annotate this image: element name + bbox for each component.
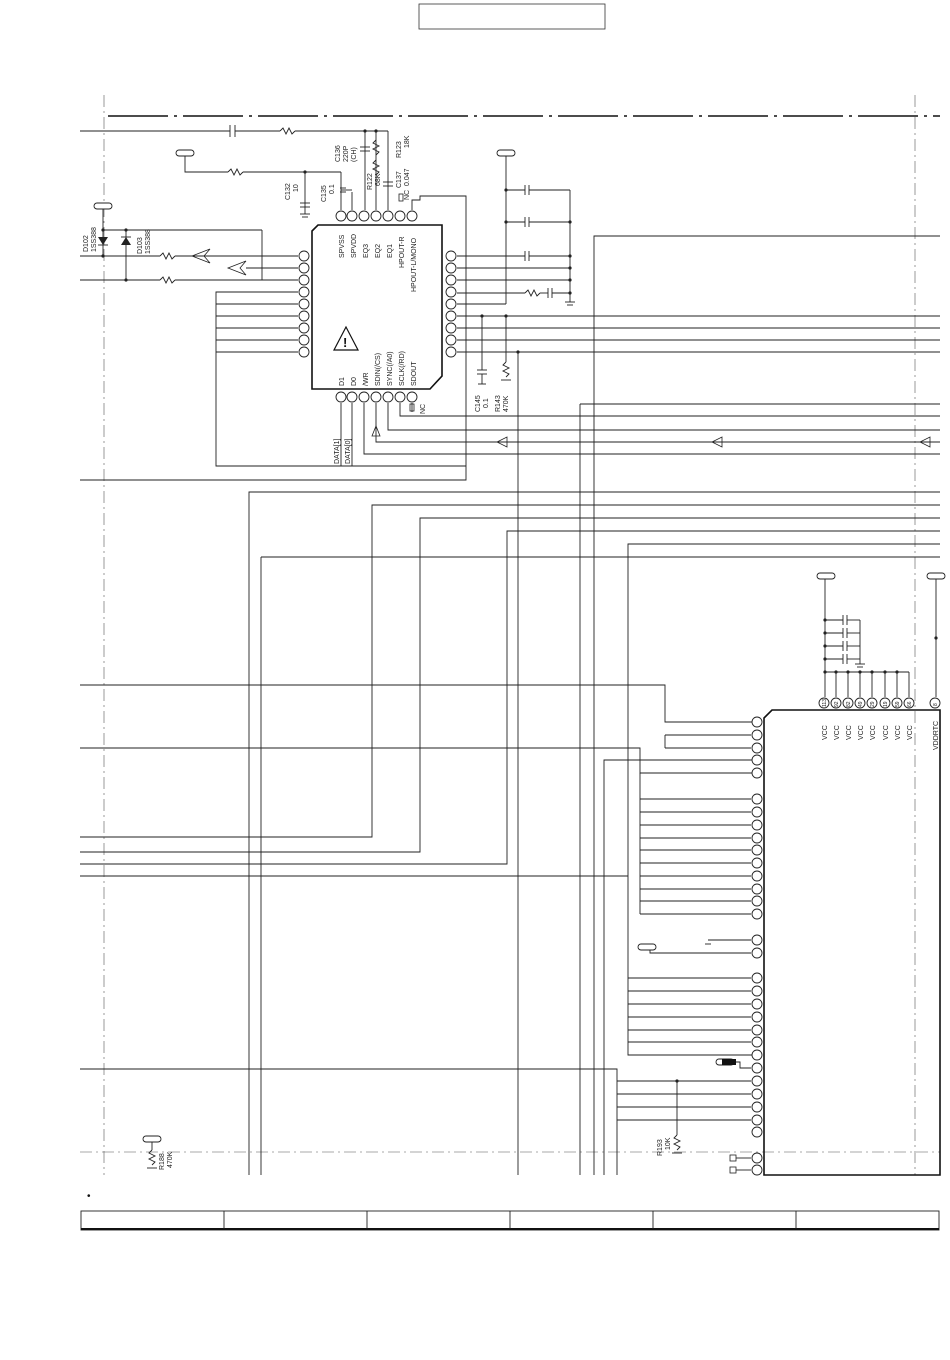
svg-text:!: ! [343,335,347,350]
connector-oval-r188 [142,1135,162,1143]
label-c136-3: (CH) [351,147,358,162]
svg-text:29: 29 [870,701,876,707]
label-c132-1: C132 [285,183,292,200]
bus-label-data1: DATA[1] [334,439,341,464]
audio-ic: ! [298,190,457,414]
svg-text:8: 8 [933,703,939,706]
connector-oval-rtc [926,572,946,580]
vcc-label-7: VCC [895,725,902,740]
svg-text:66: 66 [907,701,913,707]
label-c135-1: C135 [321,185,328,202]
header-box [418,3,606,30]
label-d103-1: D103 [137,237,144,254]
audio-ic-top-pins [335,210,418,222]
pin-label-sdout: SDOUT [411,361,418,386]
label-r122-1: R122 [367,173,374,190]
vcc-label-1: VCC [822,725,829,740]
label-c136-1: C136 [335,145,342,162]
nc-top-mark [398,193,404,202]
pin-label-eq1: EQ1 [387,244,394,258]
svg-text:113: 113 [822,699,828,707]
label-d102-2: 1SS388 [91,227,98,252]
label-r193-1: R193 [657,1139,664,1156]
connector-oval-vcc [816,572,836,580]
label-r143-2: 470K [503,395,510,412]
label-r123-2: 18K [404,135,411,148]
label-c136-2: 220P [343,145,350,162]
vddrtc-label: VDDRTC [933,721,940,750]
vcc-label-4: VCC [858,725,865,740]
label-r143-1: R143 [495,395,502,412]
label-r123-1: R123 [396,141,403,158]
label-c132-2: 10 [293,184,300,192]
frame-border [80,95,940,1175]
label-d103-2: 1SS388 [145,229,152,254]
svg-text:82: 82 [846,701,852,707]
pin-label-sclk: SCLK(/RD) [399,351,406,386]
pin-label-eq2: EQ2 [375,244,382,258]
svg-text:92: 92 [834,701,840,707]
main-ic: 113 92 82 49 29 19 59 66 8 VCC VCC VCC V… [142,572,946,1176]
svg-text:19: 19 [883,701,889,707]
label-c145-1: C145 [475,395,482,412]
jumper-block [722,1059,736,1065]
pin-label-wr: /WR [363,372,370,386]
connector-oval-2 [496,149,516,157]
label-c137-1: C137 [396,171,403,188]
pin-label-eq3: EQ3 [363,244,370,258]
pin-label-spvss: SPVSS [339,234,346,258]
label-c135-2: 0.1 [329,184,336,194]
audio-ic-right-pins [445,250,457,358]
vcc-label-6: VCC [883,725,890,740]
audio-ic-left-pins [298,250,310,358]
vcc-label-8: VCC [907,725,914,740]
pin-label-d0: D0 [351,377,358,386]
warning-icon: ! [333,325,359,351]
top-wiring [80,125,940,1175]
pin-label-d1: D1 [339,377,346,386]
vcc-label-2: VCC [834,725,841,740]
svg-text:49: 49 [858,701,864,707]
pin-label-sync: SYNC(/A0) [387,351,394,386]
label-r188-1: R188 [159,1153,166,1170]
label-c137-2: 0.047 [404,168,411,186]
label-r188-2: 470K [167,1151,174,1168]
connector-oval-1 [175,149,195,157]
audio-ic-body [311,224,443,390]
nc-top-label: NC [404,190,411,200]
bus-label-data0: DATA[0] [345,439,352,464]
main-ic-left-pins [751,716,763,1176]
svg-text:59: 59 [895,701,901,707]
routing-lines [80,491,940,1175]
connector-oval-3 [93,202,113,210]
pin-label-sdin: SDIN(/CS) [375,353,382,386]
audio-ic-bottom-pins [335,391,418,403]
pin-label-hpout-r: HPOUT-R [399,237,406,269]
pin-label-spvdd: SPVDD [351,234,358,258]
label-c145-2: 0.1 [483,398,490,408]
connector-oval-mid [637,943,657,951]
footer-bullet: • [87,1191,91,1202]
main-ic-vcc-pins [818,697,941,709]
label-d102-1: D102 [83,235,90,252]
label-r122-2: 68K [375,173,382,186]
footer-table [80,1210,940,1231]
vcc-label-3: VCC [846,725,853,740]
vcc-label-5: VCC [870,725,877,740]
label-r193-2: 10K [665,1137,672,1150]
pin-label-hpout-l: HPOUT-L/MONO [411,237,418,292]
main-ic-body [763,709,941,1176]
component-labels: C136 220P (CH) R123 18K R122 68K C137 0.… [83,135,672,1170]
nc-bottom-label: NC [420,404,427,414]
